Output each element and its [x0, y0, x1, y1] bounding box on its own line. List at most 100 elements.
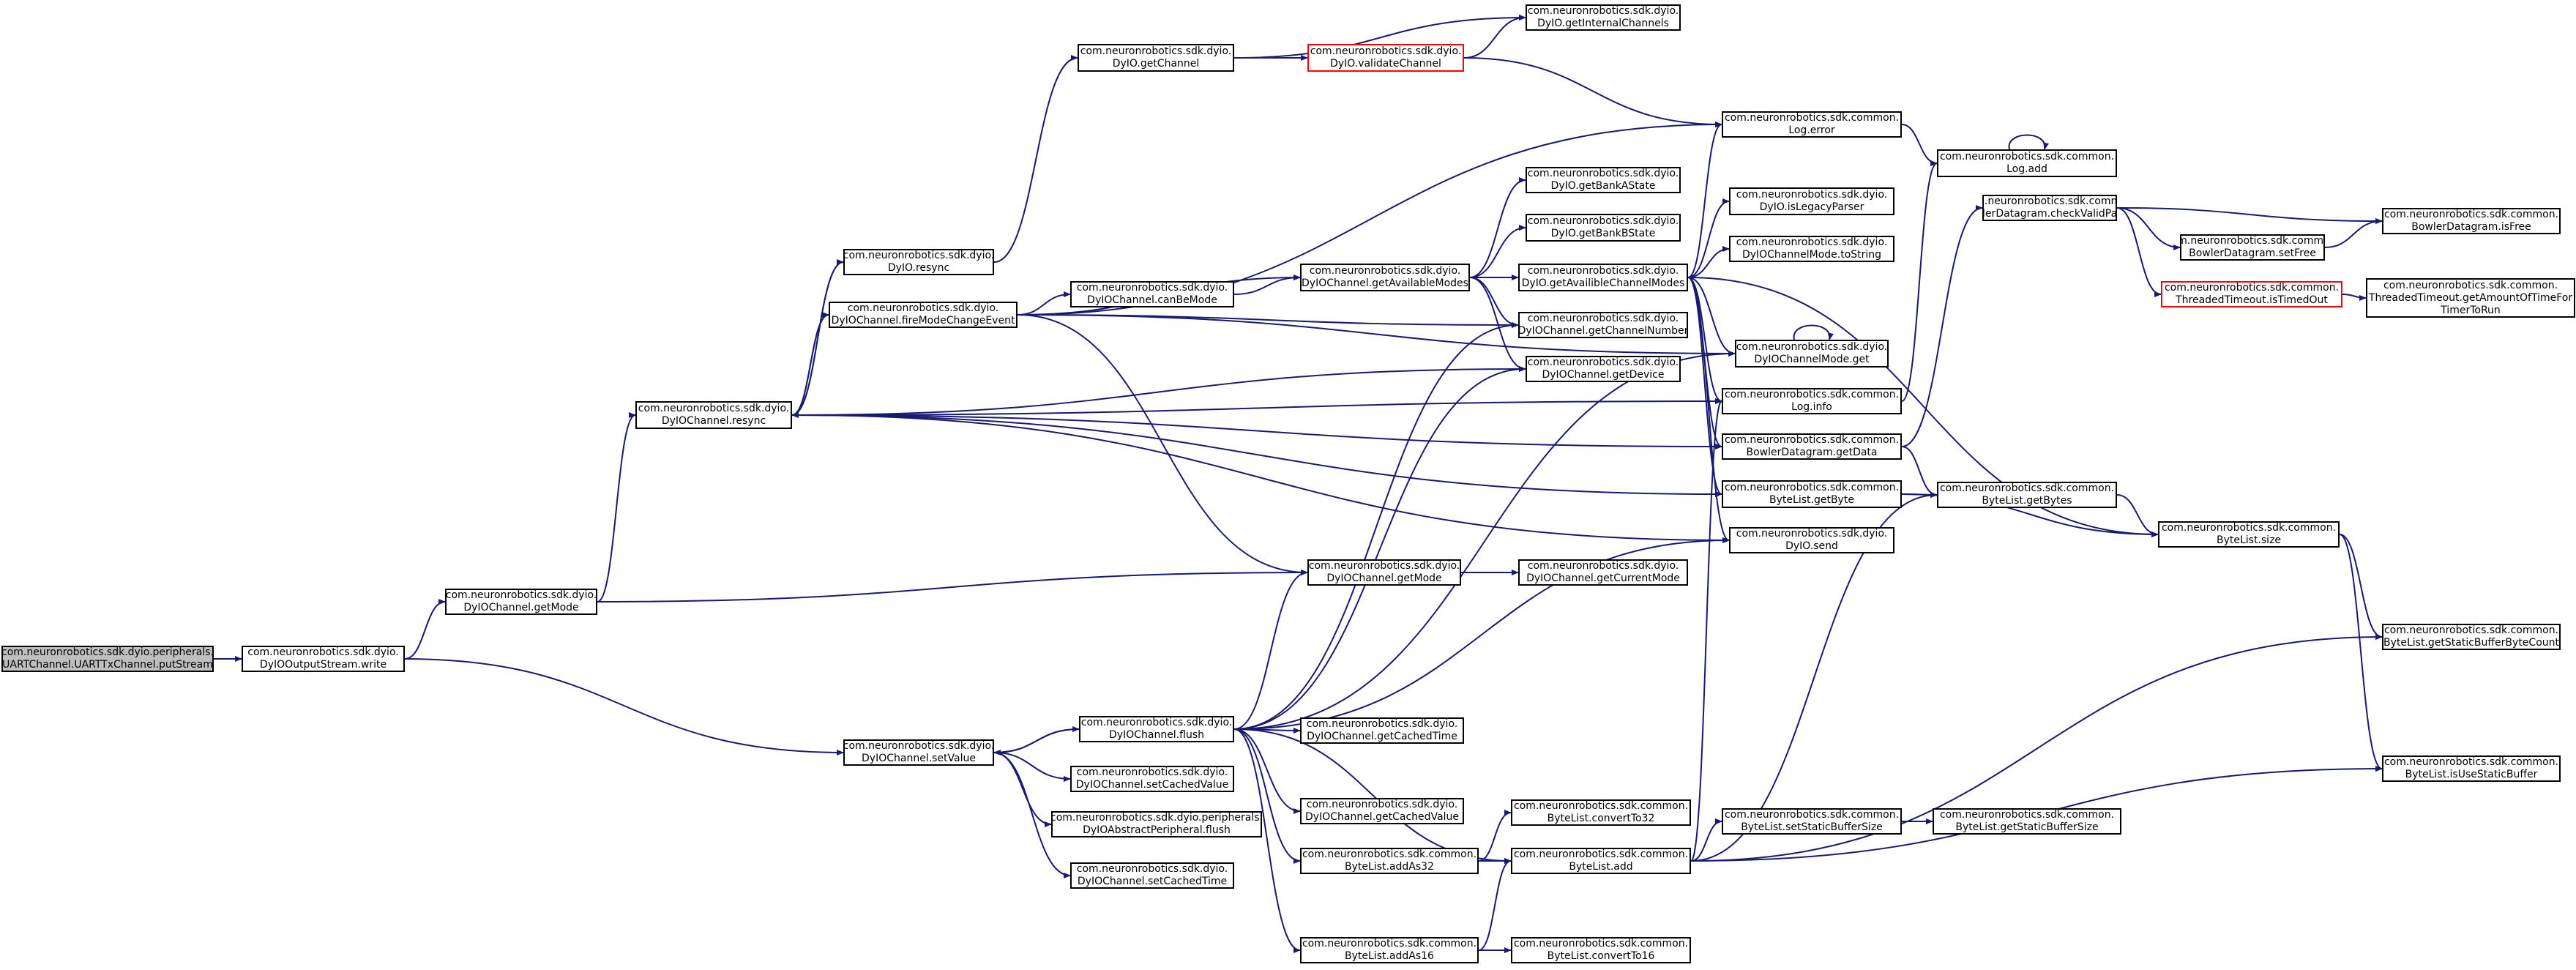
- node-label-line: com.neuronrobotics.sdk.dyio.: [1527, 215, 1679, 227]
- node-bytelist-getbytes[interactable]: com.neuronrobotics.sdk.common.ByteList.g…: [1937, 482, 2117, 508]
- call-edge-log-error-to-log-add: [1901, 124, 1938, 166]
- call-edge-channel-resync-to-get-device: [791, 366, 1526, 416]
- node-label-line: TimerToRun: [2441, 304, 2501, 316]
- node-label-line: DyIO.getBankAState: [1550, 180, 1656, 192]
- node-log-info[interactable]: com.neuronrobotics.sdk.common.Log.info: [1722, 388, 1902, 414]
- node-bowler-getdata[interactable]: com.neuronrobotics.sdk.common.BowlerData…: [1722, 433, 1902, 460]
- node-bytelist-getbyte[interactable]: com.neuronrobotics.sdk.common.ByteList.g…: [1722, 480, 1902, 508]
- call-edge-validate-channel-to-log-error: [1463, 57, 1722, 127]
- node-convert-to32[interactable]: com.neuronrobotics.sdk.common.ByteList.c…: [1511, 799, 1691, 826]
- node-label-line: com.neuronrobotics.sdk.common.: [1724, 434, 1900, 446]
- node-label-line: ByteList.convertTo16: [1547, 950, 1655, 962]
- node-fire-mode-change[interactable]: com.neuronrobotics.sdk.dyio.DyIOChannel.…: [829, 302, 1018, 328]
- node-label-line: Log.error: [1788, 124, 1835, 136]
- node-label-line: ByteList.add: [1569, 861, 1633, 873]
- node-get-availible-channel-modes[interactable]: com.neuronrobotics.sdk.dyio.DyIO.getAvai…: [1518, 264, 1688, 291]
- node-label-line: com.neuronrobotics.sdk.common.: [1939, 482, 2115, 494]
- node-label-line: com.neuronrobotics.sdk.dyio.: [843, 740, 994, 752]
- node-label-line: DyIOChannel.getCachedTime: [1307, 731, 1457, 742]
- node-dyio-output-write[interactable]: com.neuronrobotics.sdk.dyio.DyIOOutputSt…: [242, 646, 405, 672]
- node-label-line: DyIOChannel.setCachedValue: [1075, 779, 1229, 791]
- node-get-amount-of-time[interactable]: com.neuronrobotics.sdk.common.ThreadedTi…: [2366, 278, 2575, 318]
- call-edge-dyio-output-write-to-channel-setvalue: [404, 658, 844, 756]
- node-get-static-buffer-byte-count[interactable]: com.neuronrobotics.sdk.common.ByteList.g…: [2382, 624, 2561, 650]
- node-get-channel-number[interactable]: com.neuronrobotics.sdk.dyio.DyIOChannel.…: [1518, 312, 1688, 338]
- call-edge-validate-channel-to-get-internal-channels: [1463, 15, 1526, 59]
- node-check-valid-packet[interactable]: com.neuronrobotics.sdk.common.BowlerData…: [1982, 195, 2117, 221]
- node-bowler-isfree[interactable]: com.neuronrobotics.sdk.common.BowlerData…: [2382, 208, 2561, 234]
- node-bytelist-size[interactable]: com.neuronrobotics.sdk.common.ByteList.s…: [2158, 521, 2340, 548]
- node-label-line: com.neuronrobotics.sdk.dyio.: [1306, 718, 1458, 730]
- node-can-be-mode[interactable]: com.neuronrobotics.sdk.dyio.DyIOChannel.…: [1070, 281, 1234, 307]
- node-get-available-modes[interactable]: com.neuronrobotics.sdk.dyio.DyIOChannel.…: [1300, 264, 1470, 291]
- call-edge-check-valid-packet-to-bowler-isfree: [2116, 207, 2383, 224]
- node-label-line: com.neuronrobotics.sdk.common.: [1302, 848, 1477, 860]
- node-set-cached-time[interactable]: com.neuronrobotics.sdk.dyio.DyIOChannel.…: [1070, 862, 1234, 889]
- node-label-line: DyIO.isLegacyParser: [1759, 201, 1864, 213]
- node-bytelist-addas32[interactable]: com.neuronrobotics.sdk.common.ByteList.a…: [1300, 848, 1479, 874]
- call-edge-channel-setvalue-to-abstract-peripheral-flush: [993, 752, 1052, 827]
- node-label-line: DyIO.getAvailibleChannelModes: [1521, 277, 1685, 289]
- node-label-line: com.neuronrobotics.sdk.common.: [1724, 482, 1900, 493]
- node-label-line: DyIOChannel.setValue: [862, 753, 976, 764]
- node-get-cached-time[interactable]: com.neuronrobotics.sdk.dyio.DyIOChannel.…: [1300, 717, 1464, 744]
- node-channel-flush[interactable]: com.neuronrobotics.sdk.dyio.DyIOChannel.…: [1079, 716, 1234, 742]
- node-bytelist-add[interactable]: com.neuronrobotics.sdk.common.ByteList.a…: [1511, 848, 1691, 874]
- node-bytelist-addas16[interactable]: com.neuronrobotics.sdk.common.ByteList.a…: [1300, 937, 1479, 963]
- call-edge-log-info-to-log-add: [1901, 160, 1938, 402]
- call-edge-get-availible-channel-modes-to-bytelist-getbyte: [1687, 277, 1722, 497]
- call-edge-bytelist-addas32-to-convert-to32: [1478, 810, 1512, 862]
- node-get-internal-channels[interactable]: com.neuronrobotics.sdk.dyio.DyIO.getInte…: [1526, 4, 1681, 31]
- node-label-line: DyIOChannel.canBeMode: [1087, 294, 1217, 306]
- node-bowler-setfree[interactable]: com.neuronrobotics.sdk.common.BowlerData…: [2180, 234, 2325, 261]
- node-channel-setvalue[interactable]: com.neuronrobotics.sdk.dyio.DyIOChannel.…: [843, 739, 994, 766]
- call-edge-dyio-output-write-to-channel-getmode-1: [404, 599, 446, 660]
- node-channel-getmode-1[interactable]: com.neuronrobotics.sdk.dyio.DyIOChannel.…: [445, 589, 597, 615]
- call-edge-bytelist-size-to-get-static-buffer-byte-count: [2339, 534, 2383, 640]
- call-edge-channel-getmode-1-to-channel-getmode-2: [597, 570, 1308, 602]
- node-get-static-buffer-size[interactable]: com.neuronrobotics.sdk.common.ByteList.g…: [1933, 808, 2121, 835]
- node-is-timed-out[interactable]: com.neuronrobotics.sdk.common.ThreadedTi…: [2161, 281, 2342, 307]
- node-get-current-mode[interactable]: com.neuronrobotics.sdk.dyio.DyIOChannel.…: [1518, 559, 1688, 586]
- node-mode-tostring[interactable]: com.neuronrobotics.sdk.dyio.DyIOChannelM…: [1729, 236, 1894, 262]
- call-edge-bowler-getdata-to-check-valid-packet: [1901, 205, 1983, 447]
- call-edge-get-availible-channel-modes-to-mode-get: [1687, 277, 1736, 357]
- node-validate-channel[interactable]: com.neuronrobotics.sdk.dyio.DyIO.validat…: [1307, 44, 1464, 72]
- node-channel-resync[interactable]: com.neuronrobotics.sdk.dyio.DyIOChannel.…: [635, 401, 792, 429]
- call-edge-mode-get-to-mode-get: [1793, 324, 1834, 340]
- node-label-line: ByteList.size: [2216, 534, 2282, 546]
- node-get-bank-b-state[interactable]: com.neuronrobotics.sdk.dyio.DyIO.getBank…: [1526, 214, 1681, 242]
- node-label-line: DyIOChannel.getCurrentMode: [1526, 572, 1680, 584]
- node-label-line: com.neuronrobotics.sdk.common.: [2383, 624, 2559, 636]
- node-get-bank-a-state[interactable]: com.neuronrobotics.sdk.dyio.DyIO.getBank…: [1526, 167, 1681, 193]
- node-label-line: com.neuronrobotics.sdk.dyio.: [1736, 189, 1888, 201]
- node-label-line: com.neuronrobotics.sdk.dyio.: [843, 250, 994, 261]
- node-label-line: BowlerDatagram.getData: [1746, 447, 1878, 458]
- call-edge-channel-resync-to-dyio-send: [791, 414, 1730, 543]
- node-log-error[interactable]: com.neuronrobotics.sdk.common.Log.error: [1722, 111, 1902, 138]
- node-label-line: DyIOChannel.getCachedValue: [1305, 811, 1459, 823]
- node-set-static-buffer-size[interactable]: com.neuronrobotics.sdk.common.ByteList.s…: [1722, 808, 1902, 835]
- node-set-cached-value[interactable]: com.neuronrobotics.sdk.dyio.DyIOChannel.…: [1070, 766, 1234, 792]
- call-edge-get-availible-channel-modes-to-log-error: [1687, 122, 1722, 278]
- node-dyio-send[interactable]: com.neuronrobotics.sdk.dyio.DyIO.send: [1729, 527, 1894, 553]
- node-get-device[interactable]: com.neuronrobotics.sdk.dyio.DyIOChannel.…: [1526, 356, 1681, 382]
- node-is-use-static-buffer[interactable]: com.neuronrobotics.sdk.common.ByteList.i…: [2382, 756, 2561, 782]
- node-dyio-resync[interactable]: com.neuronrobotics.sdk.dyio.DyIO.resync: [843, 249, 994, 275]
- node-root: com.neuronrobotics.sdk.dyio.peripherals.…: [1, 646, 214, 672]
- node-dyio-getchannel[interactable]: com.neuronrobotics.sdk.dyio.DyIO.getChan…: [1078, 44, 1234, 72]
- node-log-add[interactable]: com.neuronrobotics.sdk.common.Log.add: [1937, 149, 2117, 177]
- node-label-line: DyIO.validateChannel: [1330, 58, 1441, 70]
- node-label-line: com.neuronrobotics.sdk.common.: [2383, 756, 2559, 768]
- node-abstract-peripheral-flush[interactable]: com.neuronrobotics.sdk.dyio.peripherals.…: [1051, 811, 1262, 837]
- node-channel-getmode-2[interactable]: com.neuronrobotics.sdk.dyio.DyIOChannel.…: [1307, 559, 1461, 586]
- node-mode-get[interactable]: com.neuronrobotics.sdk.dyio.DyIOChannelM…: [1735, 340, 1889, 368]
- node-is-legacy-parser[interactable]: com.neuronrobotics.sdk.dyio.DyIO.isLegac…: [1729, 187, 1894, 215]
- node-convert-to16[interactable]: com.neuronrobotics.sdk.common.ByteList.c…: [1511, 937, 1691, 963]
- call-edge-bytelist-size-to-is-use-static-buffer: [2339, 534, 2383, 772]
- node-label-line: com.neuronrobotics.sdk.dyio.: [1736, 528, 1888, 540]
- call-edge-get-availible-channel-modes-to-mode-tostring: [1687, 246, 1730, 278]
- node-get-cached-value[interactable]: com.neuronrobotics.sdk.dyio.DyIOChannel.…: [1300, 798, 1464, 824]
- node-label-line: com.neuronrobotics.sdk.common.: [2383, 279, 2558, 291]
- node-label-line: com.neuronrobotics.sdk.common.: [1724, 112, 1900, 124]
